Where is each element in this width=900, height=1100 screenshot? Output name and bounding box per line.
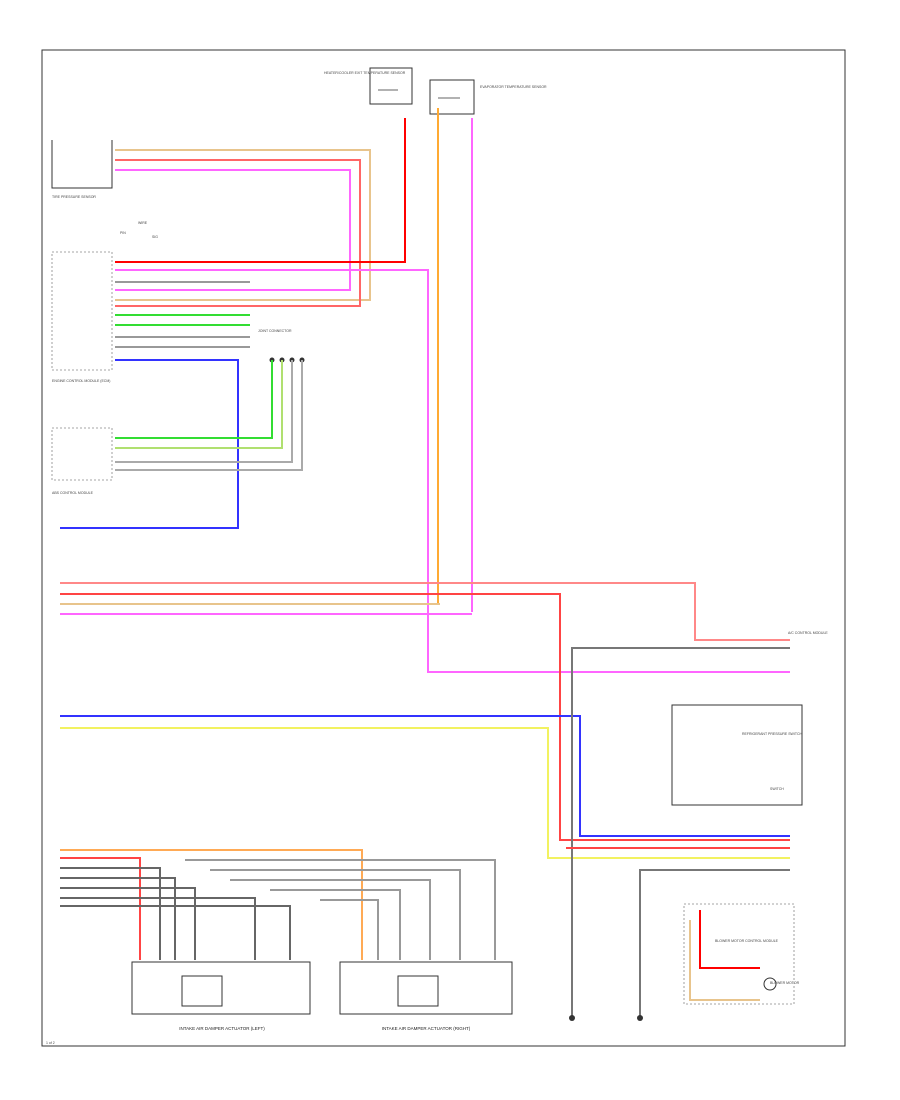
svg-text:INTAKE AIR DAMPER ACTUATOR (RI: INTAKE AIR DAMPER ACTUATOR (RIGHT) bbox=[382, 1026, 471, 1031]
svg-text:BLOWER MOTOR: BLOWER MOTOR bbox=[770, 981, 800, 985]
page-marker: 1 of 2 bbox=[46, 1041, 55, 1045]
svg-text:HEATER/COOLER EXIT TEMPERATURE: HEATER/COOLER EXIT TEMPERATURE SENSOR bbox=[324, 71, 406, 75]
evaporator-sensor: EVAPORATOR TEMPERATURE SENSOR bbox=[429, 79, 547, 115]
ground-symbols bbox=[569, 1015, 643, 1021]
joint-connector: JOINT CONNECTOR bbox=[258, 329, 305, 363]
heater-cooler-sensor: HEATER/COOLER EXIT TEMPERATURE SENSOR bbox=[324, 67, 413, 105]
svg-text:PIN: PIN bbox=[120, 231, 126, 235]
ecm-column-headers: PIN WIRE SIG bbox=[120, 221, 158, 239]
svg-text:SIG: SIG bbox=[152, 235, 158, 239]
wire-group-lower bbox=[60, 849, 496, 960]
svg-text:A/C CONTROL MODULE: A/C CONTROL MODULE bbox=[788, 631, 828, 635]
intake-damper-right: INTAKE AIR DAMPER ACTUATOR (RIGHT) bbox=[339, 961, 513, 1031]
wire-group-middle bbox=[60, 582, 790, 1016]
tire-pressure-sensor: TIRE PRESSURE SENSOR bbox=[51, 140, 113, 199]
diagram-frame bbox=[41, 49, 846, 1047]
ac-control-module: A/C CONTROL MODULE bbox=[788, 631, 828, 635]
svg-text:BLOWER MOTOR CONTROL MODULE: BLOWER MOTOR CONTROL MODULE bbox=[715, 939, 779, 943]
abs-control-module: ABS CONTROL MODULE bbox=[51, 427, 113, 495]
svg-text:JOINT CONNECTOR: JOINT CONNECTOR bbox=[258, 329, 292, 333]
svg-text:SWITCH: SWITCH bbox=[770, 787, 784, 791]
svg-text:EVAPORATOR TEMPERATURE SENSOR: EVAPORATOR TEMPERATURE SENSOR bbox=[480, 85, 547, 89]
wire-group-ecm bbox=[60, 108, 790, 673]
intake-damper-left: INTAKE AIR DAMPER ACTUATOR (LEFT) bbox=[131, 961, 311, 1031]
svg-text:ENGINE CONTROL MODULE (ECM): ENGINE CONTROL MODULE (ECM) bbox=[52, 379, 110, 383]
svg-text:INTAKE AIR DAMPER ACTUATOR (LE: INTAKE AIR DAMPER ACTUATOR (LEFT) bbox=[179, 1026, 265, 1031]
svg-text:TIRE PRESSURE SENSOR: TIRE PRESSURE SENSOR bbox=[52, 195, 96, 199]
engine-control-module: ENGINE CONTROL MODULE (ECM) bbox=[51, 251, 113, 383]
svg-text:REFRIGERANT PRESSURE SWITCH: REFRIGERANT PRESSURE SWITCH bbox=[742, 732, 802, 736]
refrigerant-pressure-switch: REFRIGERANT PRESSURE SWITCH SWITCH bbox=[671, 704, 803, 806]
blower-motor-control-module: BLOWER MOTOR CONTROL MODULE BLOWER MOTOR bbox=[683, 903, 800, 1005]
svg-text:ABS CONTROL MODULE: ABS CONTROL MODULE bbox=[52, 491, 94, 495]
svg-text:WIRE: WIRE bbox=[138, 221, 148, 225]
wire-group-tire bbox=[115, 149, 371, 307]
